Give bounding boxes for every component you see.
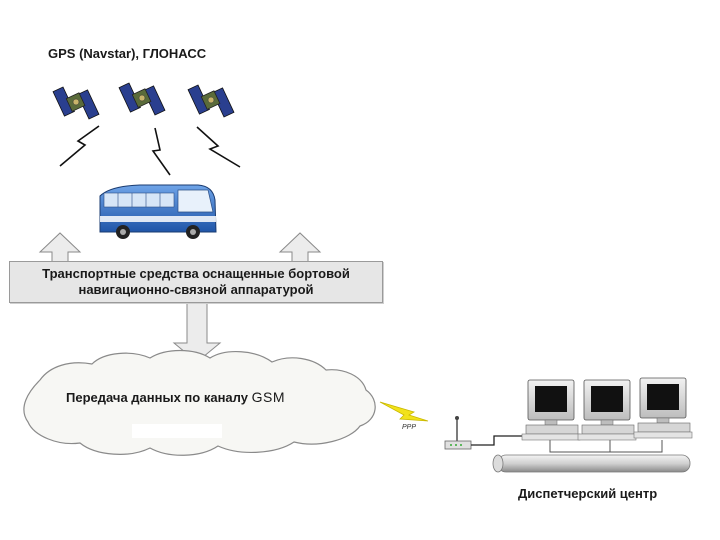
ppp-label: PPP [402,424,416,431]
lightning-signal-icon [197,127,240,167]
vehicles-panel: Транспортные средства оснащенные бортово… [9,261,383,303]
satellite-right [188,85,234,117]
computer-icon [634,378,692,438]
satellite-icon [188,85,234,117]
network-bus-icon [493,455,690,472]
satellite-left [53,87,99,119]
gps-title: GPS (Navstar), ГЛОНАСС [48,46,206,61]
satellite-middle [119,83,165,115]
modem-icon [445,416,471,449]
transmission-label: Передача данных по каналу GSM [66,389,285,405]
modem-cable [471,436,524,445]
bus-icon [100,185,216,239]
computer-icon [522,380,580,440]
transmission-text: Передача данных по каналу [66,390,248,405]
up-arrow-icon [40,233,80,262]
vehicles-line-2: навигационно-связной аппаратурой [78,282,313,297]
satellite-icon [119,83,165,115]
network-link [550,440,610,452]
up-arrow-icon [280,233,320,262]
dispatch-center-label: Диспетчерский центр [518,486,657,501]
lightning-signal-icon [380,402,428,421]
satellite-icon [53,87,99,119]
network-link [610,440,662,452]
lightning-signal-icon [60,126,99,166]
computer-icon [578,380,636,440]
lightning-signal-icon [153,128,170,175]
vehicles-line-1: Транспортные средства оснащенные бортово… [42,266,350,281]
gsm-channel: GSM [252,389,285,405]
vehicles-caption: Транспортные средства оснащенные бортово… [10,266,382,298]
